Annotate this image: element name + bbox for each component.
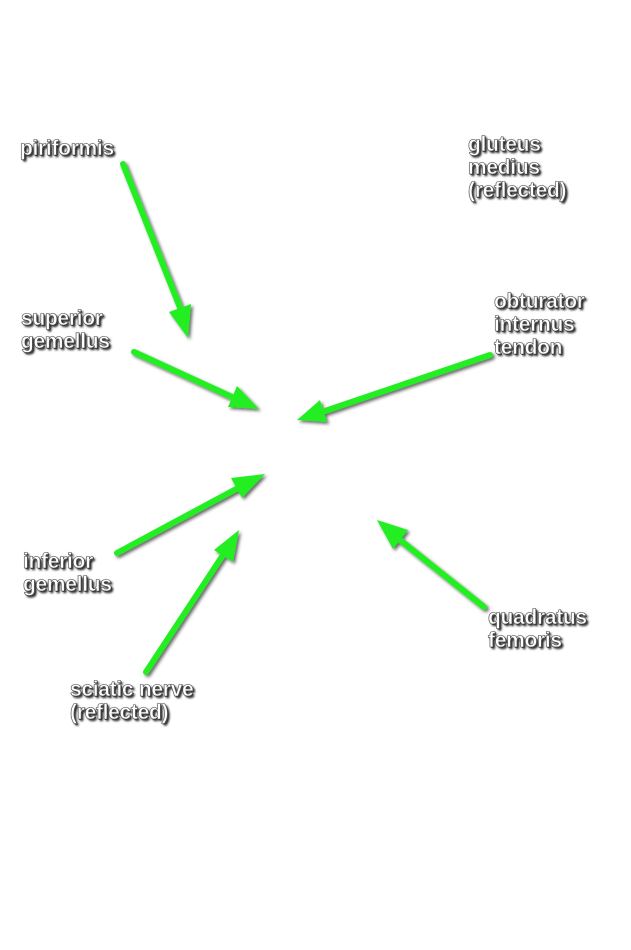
label-quadratus-femoris: quadratus femoris xyxy=(488,606,588,653)
piriformis-arrow xyxy=(120,161,191,338)
sciatic-nerve-arrow xyxy=(143,530,239,675)
label-piriformis: piriformis xyxy=(20,137,115,161)
quadratus-femoris-arrow xyxy=(377,520,487,610)
label-superior-gemellus: superior gemellus xyxy=(21,307,111,354)
label-obturator-internus-tendon: obturator internus tendon xyxy=(494,290,586,360)
inferior-gemellus-arrow xyxy=(114,474,265,556)
obturator-internus-arrow xyxy=(297,352,493,422)
superior-gemellus-arrow xyxy=(131,349,259,409)
label-sciatic-nerve: sciatic nerve (reflected) xyxy=(70,678,194,725)
label-inferior-gemellus: inferior gemellus xyxy=(23,550,113,597)
label-gluteus-medius: gluteus medius (reflected) xyxy=(468,133,567,203)
